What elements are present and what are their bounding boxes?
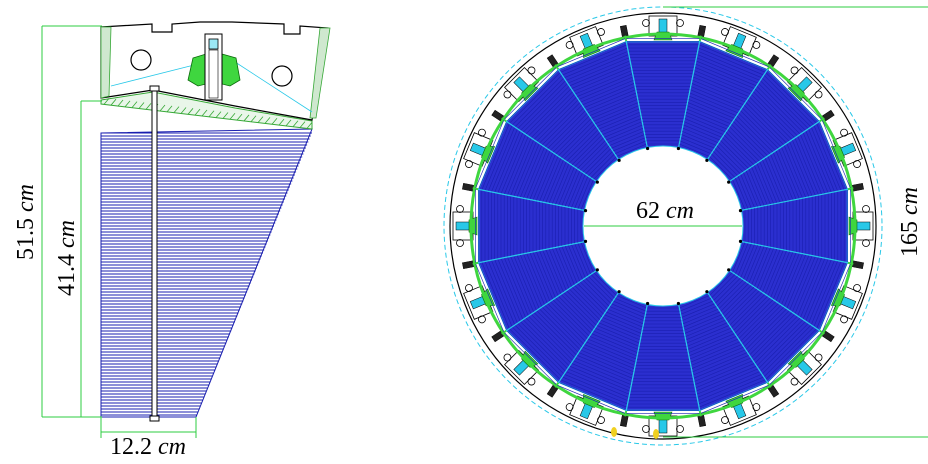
outer-dashed-circle (443, 6, 883, 446)
module-sector (677, 291, 769, 414)
green-band (469, 32, 857, 420)
module-sector (625, 303, 701, 414)
mount-hole-right (271, 65, 293, 87)
inner-diameter-label: 62 cm (636, 198, 694, 224)
mount-housing (100, 21, 331, 121)
module-side-view: 51.5 cm 41.4 cm 12.2 cm (13, 21, 331, 460)
module-sector (728, 120, 851, 212)
mount-bracket-icon (642, 411, 684, 437)
dimension-lines-left (41, 25, 197, 438)
module-sector (504, 269, 620, 385)
ring-front-view: 62 cm 165 cm (443, 6, 928, 446)
mount-bracket-icon (565, 393, 605, 426)
module-sector (740, 188, 851, 264)
dimension-lines-right (584, 6, 928, 438)
lamination-stack (101, 132, 312, 416)
mount-bracket-icon (642, 15, 684, 41)
module-sector (706, 67, 822, 183)
total-height-label: 51.5 cm (13, 184, 39, 260)
foot-right-icon (653, 429, 659, 439)
mount-hole-left (130, 49, 152, 71)
module-sector (475, 188, 586, 264)
mount-bracket-icon (463, 284, 496, 324)
mount-bracket-icon (721, 26, 761, 59)
foot-left-icon (611, 427, 617, 437)
bracket-left-icon (187, 53, 207, 87)
tie-rod (149, 85, 160, 422)
bottom-width-label: 12.2 cm (110, 434, 186, 460)
ring-modules (475, 38, 851, 414)
stack-height-label: 41.4 cm (54, 220, 80, 296)
mount-bracket-icon (452, 205, 478, 247)
mount-bracket-icon (786, 66, 823, 103)
outer-diameter-label: 165 cm (897, 187, 923, 257)
